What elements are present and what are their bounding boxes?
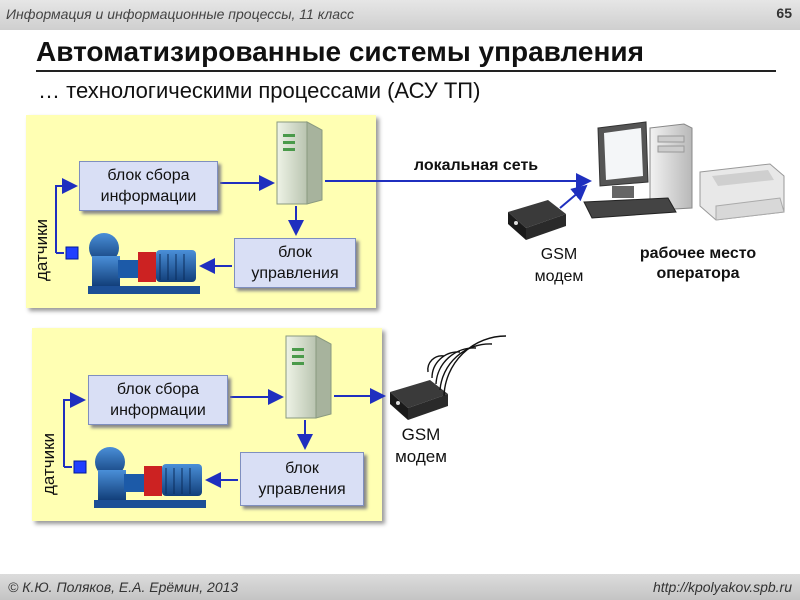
top-sensors-label: датчики	[32, 218, 51, 282]
top-pump-icon	[88, 233, 200, 294]
bottom-arrow-sensor-to-collect	[63, 392, 86, 467]
top-modem-icon	[508, 200, 566, 240]
bottom-control-block: блок управления	[240, 452, 364, 506]
bottom-sensors-label: датчики	[39, 432, 58, 496]
bottom-server-icon	[285, 335, 332, 419]
footer-url[interactable]: http://kpolyakov.spb.ru	[652, 579, 792, 595]
title-underline	[36, 70, 776, 72]
slide-subtitle: … технологическими процессами (АСУ ТП)	[38, 78, 481, 103]
bottom-pump-icon	[94, 447, 206, 508]
top-control-block: блок управления	[234, 238, 356, 288]
bottom-modem-label: GSM модем	[395, 425, 447, 466]
computer-icon	[583, 121, 693, 219]
bottom-sensor-marker	[73, 460, 87, 474]
operator-workplace-label: рабочее место оператора	[639, 245, 757, 282]
top-modem-label: GSM модем	[534, 246, 584, 285]
page-number: 65	[776, 5, 792, 21]
header-bar: Информация и информационные процессы, 11…	[0, 0, 800, 30]
top-collect-block: блок сбора информации	[79, 161, 218, 211]
bottom-collect-block: блок сбора информации	[88, 375, 228, 425]
bottom-modem-icon	[390, 380, 448, 420]
top-arrow-modem-to-network	[559, 184, 588, 209]
printer-icon	[699, 163, 785, 221]
top-server-icon	[276, 121, 323, 205]
footer-bar: © К.Ю. Поляков, Е.А. Ерёмин, 2013 http:/…	[0, 574, 800, 600]
top-sensor-marker	[65, 246, 79, 260]
top-arrow-sensor-to-collect	[55, 178, 78, 253]
network-label: локальная сеть	[413, 157, 539, 174]
wireless-signal-icon	[427, 335, 507, 397]
slide-title: Автоматизированные системы управления	[36, 36, 644, 67]
course-title: Информация и информационные процессы, 11…	[6, 6, 355, 22]
footer-authors: © К.Ю. Поляков, Е.А. Ерёмин, 2013	[8, 579, 239, 595]
